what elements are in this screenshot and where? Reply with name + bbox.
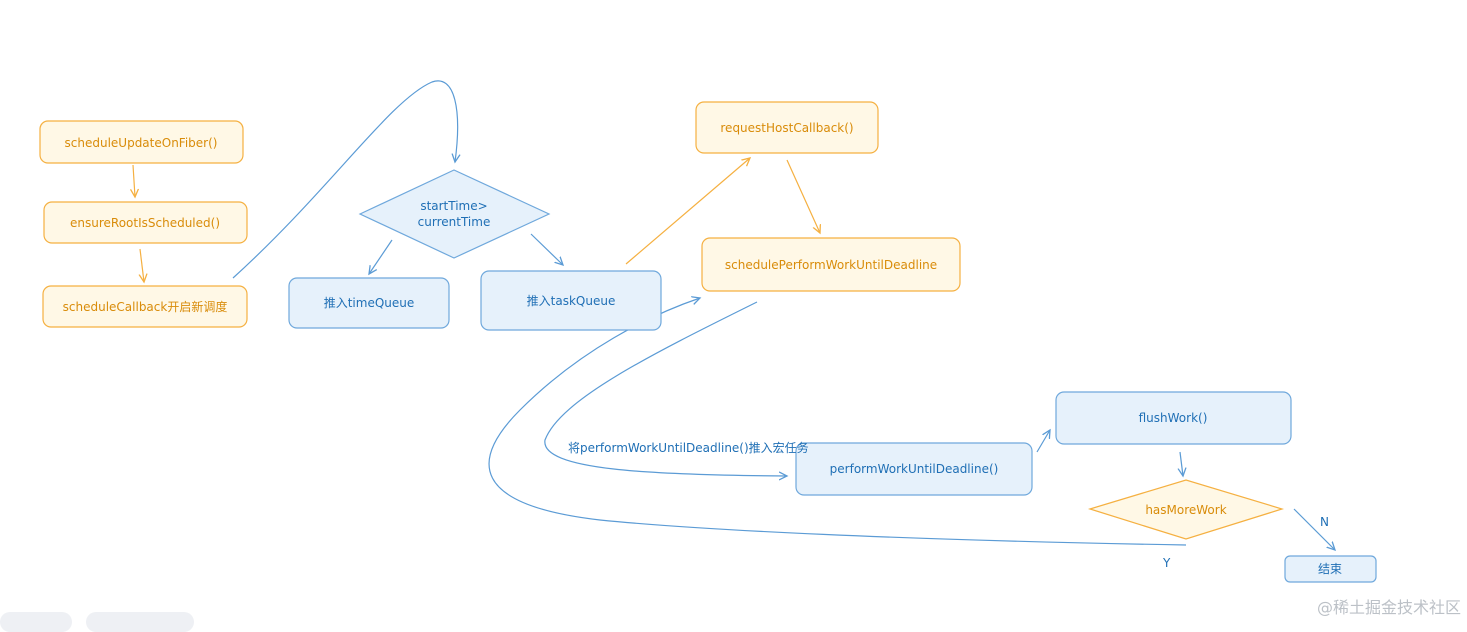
label-schedule-perform: schedulePerformWorkUntilDeadline [725, 258, 937, 272]
edge-scheduleperform-to-perform [544, 301, 787, 476]
node-flush-work: flushWork() [1055, 391, 1292, 445]
label-perform-work: performWorkUntilDeadline() [830, 462, 999, 476]
label-ensure-root-is-scheduled: ensureRootIsScheduled() [70, 216, 220, 230]
bottom-tab-placeholder-1 [0, 612, 72, 632]
node-decision-starttime: startTime> currentTime [358, 169, 551, 259]
edge-flush-to-hasmore [1180, 451, 1183, 476]
label-end: 结束 [1318, 562, 1342, 576]
label-decision-line1: startTime> [420, 199, 487, 213]
edge-request-to-scheduleperform [786, 159, 820, 233]
node-push-task-queue: 推入taskQueue [480, 270, 662, 331]
edge-taskqueue-to-request [625, 158, 750, 265]
label-decision-line2: currentTime [418, 215, 491, 229]
edge-label-yes: Y [1162, 556, 1171, 570]
edge-ensure-to-callback [140, 248, 144, 282]
node-end: 结束 [1284, 555, 1377, 583]
label-flush-work: flushWork() [1139, 411, 1208, 425]
node-perform-work-until-deadline: performWorkUntilDeadline() [795, 442, 1033, 496]
watermark: @稀土掘金技术社区 [1316, 598, 1461, 617]
edge-label-no: N [1320, 515, 1329, 529]
label-schedule-callback: scheduleCallback开启新调度 [63, 299, 228, 314]
edge-label-push-macro-task: 将performWorkUntilDeadline()推入宏任务 [568, 440, 809, 455]
edge-hasmore-yes-loop [488, 298, 1187, 546]
node-push-time-queue: 推入timeQueue [288, 277, 450, 329]
edge-decision-to-taskqueue [530, 233, 563, 265]
node-has-more-work: hasMoreWork [1087, 479, 1285, 540]
edge-callback-to-decision [232, 80, 458, 279]
node-ensure-root-is-scheduled: ensureRootIsScheduled() [43, 201, 248, 244]
label-request-host-callback: requestHostCallback() [720, 121, 853, 135]
label-push-task-queue: 推入taskQueue [527, 294, 616, 308]
label-has-more-work: hasMoreWork [1145, 503, 1226, 517]
edge-decision-to-timequeue [369, 239, 393, 274]
edges [133, 80, 1335, 550]
node-request-host-callback: requestHostCallback() [695, 101, 879, 154]
node-schedule-perform-work-until-deadline: schedulePerformWorkUntilDeadline [701, 237, 961, 292]
edge-hasmore-no-to-end [1293, 508, 1335, 550]
label-push-time-queue: 推入timeQueue [324, 296, 415, 310]
node-schedule-update-on-fiber: scheduleUpdateOnFiber() [39, 120, 244, 164]
bottom-tab-placeholder-2 [86, 612, 194, 632]
edge-perform-to-flush [1036, 430, 1050, 453]
edge-update-to-ensure [133, 164, 135, 197]
node-schedule-callback: scheduleCallback开启新调度 [42, 285, 248, 328]
label-schedule-update-on-fiber: scheduleUpdateOnFiber() [65, 136, 218, 150]
